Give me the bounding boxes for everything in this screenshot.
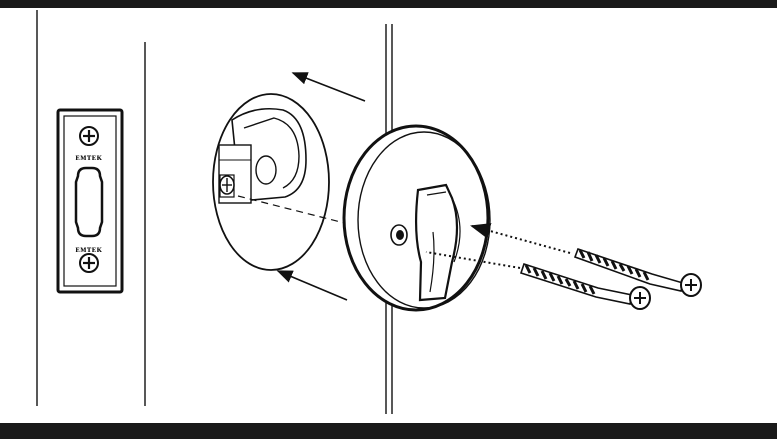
screw-path-dotted-lower	[425, 251, 521, 269]
alignment-dashed-line	[237, 195, 401, 238]
strike-plate: ᴇᴍᴛᴇᴋ ᴇᴍᴛᴇᴋ	[56, 108, 124, 294]
strike-stamp-top: ᴇᴍᴛᴇᴋ	[75, 153, 102, 163]
strike-stamp-bottom: ᴇᴍᴛᴇᴋ	[75, 245, 102, 255]
screw-path-dotted-upper	[470, 223, 571, 254]
mounting-screw-upper-icon	[573, 247, 702, 297]
interior-thumbturn-assembly	[342, 124, 491, 312]
thumbturn-knob	[415, 183, 459, 302]
top-frame-bar	[0, 0, 777, 8]
strike-bottom-screw-icon	[79, 253, 99, 273]
arrow-upper-left	[291, 72, 366, 102]
arrow-lower-left	[276, 270, 348, 301]
strike-top-screw-icon	[79, 126, 99, 146]
bottom-frame-bar	[0, 423, 777, 439]
bore-screw-icon	[219, 174, 235, 198]
strike-latch-hole	[74, 166, 104, 238]
mounting-screw-lower-icon	[519, 262, 651, 310]
door-bore-assembly	[212, 93, 330, 271]
